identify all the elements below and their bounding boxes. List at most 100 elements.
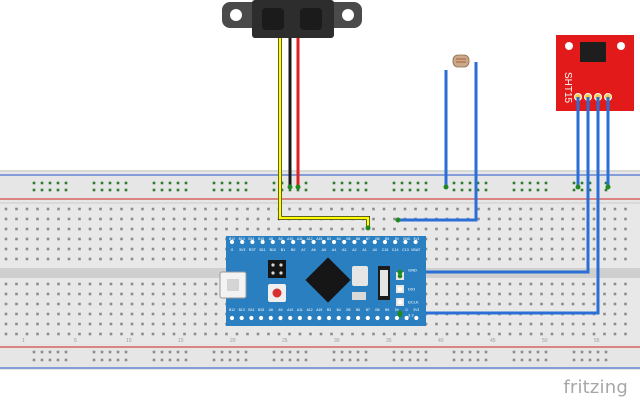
board-pin xyxy=(356,315,361,321)
breadboard-hole xyxy=(624,282,627,286)
rail-hole xyxy=(32,181,36,185)
breadboard-hole xyxy=(456,322,459,326)
breadboard-hole xyxy=(15,237,18,241)
breadboard-hole xyxy=(603,257,606,261)
rail-hole xyxy=(236,188,240,192)
board-pin xyxy=(403,239,408,245)
breadboard-hole xyxy=(540,322,543,326)
breadboard-hole xyxy=(498,332,501,336)
rail-hole xyxy=(332,181,336,185)
breadboard-hole xyxy=(99,207,102,211)
breadboard-hole xyxy=(36,292,39,296)
breadboard-hole xyxy=(67,292,71,296)
rail-hole xyxy=(340,350,344,354)
rail-hole xyxy=(544,181,548,185)
breadboard-hole xyxy=(57,257,60,261)
breadboard-hole xyxy=(15,282,18,286)
board-pin-label: A15 xyxy=(316,308,322,312)
breadboard-hole xyxy=(235,227,239,231)
column-number: 1 xyxy=(22,338,25,344)
board-pin xyxy=(321,239,326,245)
breadboard-hole xyxy=(309,332,312,336)
breadboard-hole xyxy=(67,207,71,211)
rail-hole xyxy=(236,350,240,354)
breadboard-hole xyxy=(67,247,71,251)
breadboard-hole xyxy=(193,247,197,251)
breadboard-hole xyxy=(540,247,543,251)
breadboard-hole xyxy=(456,332,459,336)
rail-hole xyxy=(424,181,428,185)
breadboard-hole xyxy=(4,217,8,221)
board-pin-label: B7 xyxy=(366,308,370,312)
rail-hole xyxy=(348,181,352,185)
rail-hole xyxy=(484,350,488,354)
breadboard-hole xyxy=(571,237,575,241)
breadboard-hole xyxy=(529,282,533,286)
breadboard-hole xyxy=(120,282,123,286)
breadboard-hole xyxy=(46,302,50,306)
breadboard-hole xyxy=(67,322,71,326)
breadboard-hole xyxy=(246,332,249,336)
rail-hole xyxy=(288,350,292,354)
breadboard-hole xyxy=(193,207,197,211)
breadboard-hole xyxy=(88,282,92,286)
rail-hole xyxy=(40,188,44,192)
breadboard-hole xyxy=(540,292,543,296)
breadboard-hole xyxy=(25,217,29,221)
rail-hole xyxy=(460,181,464,185)
breadboard-hole xyxy=(204,227,207,231)
breadboard-hole xyxy=(172,257,176,261)
breadboard-hole xyxy=(130,247,134,251)
rail-hole xyxy=(364,181,368,185)
breadboard-hole xyxy=(624,247,627,251)
rail-hole xyxy=(460,350,464,354)
board-header-label: B9 xyxy=(385,237,389,241)
breadboard-hole xyxy=(99,227,102,231)
board-pin-label: B3 xyxy=(327,308,331,312)
rail-hole xyxy=(116,188,120,192)
breadboard-hole xyxy=(141,332,144,336)
breadboard-hole xyxy=(613,247,617,251)
rail-hole xyxy=(244,350,248,354)
breadboard-hole xyxy=(120,312,123,316)
board-header-label: B12 xyxy=(229,237,235,241)
breadboard-hole xyxy=(235,332,239,336)
breadboard-hole xyxy=(361,332,365,336)
ir-sensor-wires xyxy=(278,38,370,228)
breadboard-hole xyxy=(4,237,8,241)
breadboard-hole xyxy=(204,312,207,316)
rail-hole xyxy=(544,188,548,192)
rail-hole xyxy=(124,188,128,192)
rail-hole xyxy=(536,350,540,354)
rail-hole xyxy=(152,358,156,362)
breadboard-hole xyxy=(256,227,260,231)
board-header-label: B15 xyxy=(258,237,264,241)
breadboard-hole xyxy=(183,322,186,326)
breadboard-hole xyxy=(246,227,249,231)
rail-hole xyxy=(604,350,608,354)
breadboard-hole xyxy=(109,292,113,296)
breadboard-hole xyxy=(57,247,60,251)
breadboard-hole xyxy=(508,217,512,221)
breadboard-hole xyxy=(36,227,39,231)
breadboard-hole xyxy=(624,322,627,326)
rail-hole xyxy=(536,181,540,185)
breadboard-hole xyxy=(603,217,606,221)
rail-hole xyxy=(468,181,472,185)
breadboard-hole xyxy=(519,292,522,296)
rail-hole xyxy=(468,358,472,362)
breadboard-hole xyxy=(141,257,144,261)
breadboard-hole xyxy=(78,332,81,336)
breadboard-hole xyxy=(78,207,81,211)
breadboard-hole xyxy=(298,227,302,231)
breadboard-hole xyxy=(372,227,375,231)
breadboard-hole xyxy=(151,227,155,231)
breadboard-hole xyxy=(550,217,554,221)
rail-hole xyxy=(40,181,44,185)
signal-wire xyxy=(278,38,370,228)
rail-hole xyxy=(596,358,600,362)
breadboard-hole xyxy=(99,217,102,221)
breadboard-hole xyxy=(4,332,8,336)
rail-hole xyxy=(40,358,44,362)
breadboard-hole xyxy=(120,227,123,231)
